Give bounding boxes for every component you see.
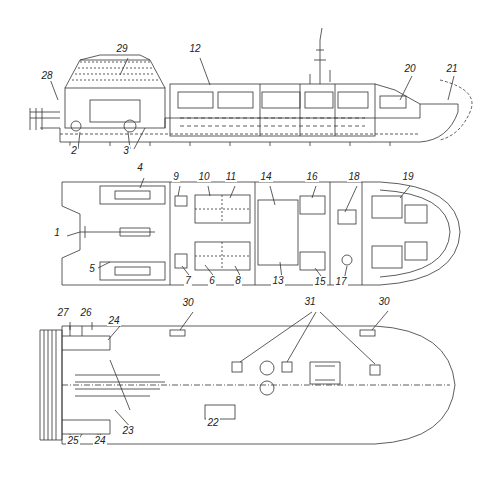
callout-number: 23 (121, 425, 134, 436)
callout-number: 22 (206, 417, 219, 428)
callout-number: 30 (181, 297, 194, 308)
callout-number: 24 (107, 315, 120, 326)
callout-number: 19 (401, 171, 414, 182)
callout-number: 9 (172, 171, 180, 182)
callout-number: 24 (93, 435, 106, 446)
callout-number: 28 (40, 70, 53, 81)
callout-number: 4 (136, 162, 144, 173)
callout-number: 27 (56, 307, 69, 318)
callout-number: 14 (259, 171, 272, 182)
callout-number: 25 (66, 435, 79, 446)
callout-number: 5 (88, 263, 96, 274)
callout-number: 6 (208, 275, 216, 286)
callout-number: 11 (225, 171, 237, 182)
callout-number: 1 (53, 227, 61, 238)
callout-number: 13 (271, 275, 284, 286)
callout-number: 30 (377, 296, 390, 307)
callout-number: 16 (305, 171, 318, 182)
side-view (30, 28, 472, 149)
callout-number: 8 (234, 275, 242, 286)
callout-number: 2 (70, 145, 78, 156)
callout-number: 10 (197, 171, 210, 182)
plan-view (62, 178, 460, 285)
callout-number: 7 (184, 275, 192, 286)
callout-number: 31 (303, 296, 316, 307)
callout-number: 20 (403, 63, 416, 74)
callout-number: 18 (347, 171, 360, 182)
callout-number: 3 (122, 145, 130, 156)
callout-number: 17 (334, 276, 347, 287)
callout-number: 12 (188, 43, 201, 54)
callout-number: 15 (313, 276, 326, 287)
lower-plan-view (40, 311, 455, 444)
callout-number: 29 (115, 43, 128, 54)
callout-number: 21 (445, 63, 458, 74)
callout-number: 26 (79, 307, 92, 318)
